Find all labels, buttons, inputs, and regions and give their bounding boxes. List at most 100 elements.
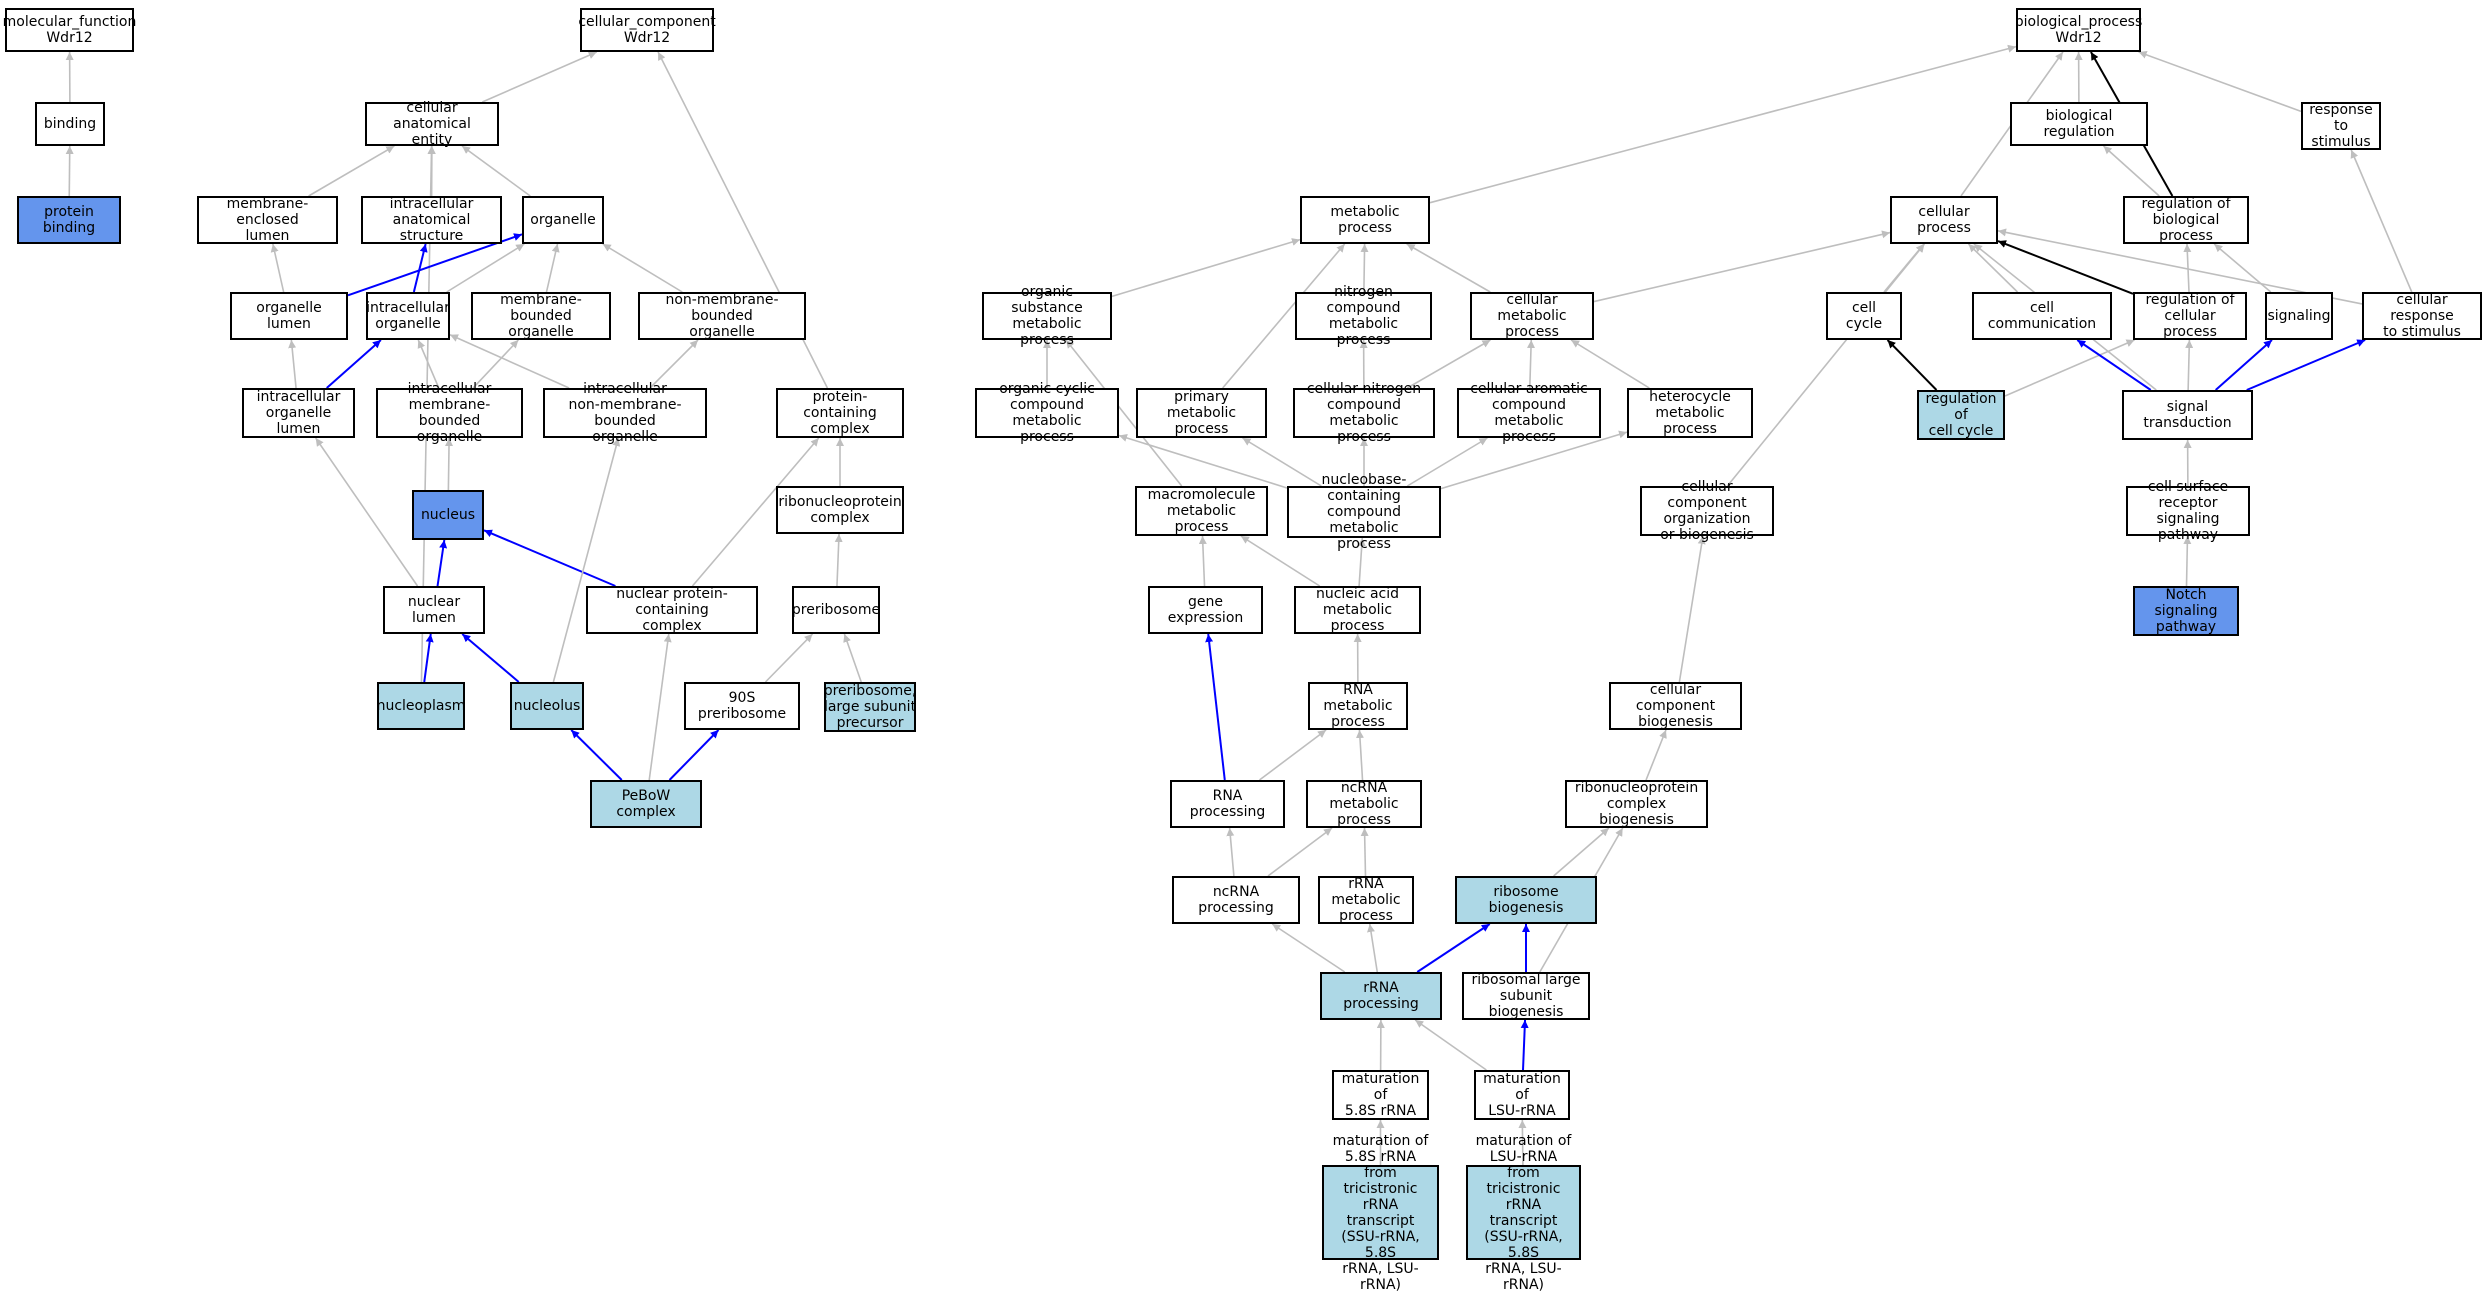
node-label: nuclear lumen bbox=[389, 594, 479, 626]
node-cc[interactable]: cellular_component Wdr12 bbox=[580, 8, 714, 52]
node-cacmp[interactable]: cellular aromatic compound metabolic pro… bbox=[1457, 388, 1601, 438]
node-cresp[interactable]: cellular response to stimulus bbox=[2362, 292, 2482, 340]
node-label: ribonucleoprotein complex biogenesis bbox=[1571, 780, 1702, 828]
node-notch[interactable]: Notch signaling pathway bbox=[2133, 586, 2239, 636]
node-matlsu[interactable]: maturation of LSU-rRNA bbox=[1474, 1070, 1570, 1120]
node-orglumen[interactable]: organelle lumen bbox=[230, 292, 348, 340]
node-label: nucleobase-containing compound metabolic… bbox=[1293, 472, 1435, 552]
node-geneexp[interactable]: gene expression bbox=[1148, 586, 1263, 634]
node-nmbo[interactable]: non-membrane-bounded organelle bbox=[638, 292, 806, 340]
node-bioreg[interactable]: biological regulation bbox=[2010, 102, 2148, 146]
node-binding[interactable]: binding bbox=[35, 102, 105, 146]
node-label: organic substance metabolic process bbox=[988, 284, 1106, 348]
node-nucleolus[interactable]: nucleolus bbox=[510, 682, 584, 730]
node-pebow[interactable]: PeBoW complex bbox=[590, 780, 702, 828]
node-osmp[interactable]: organic substance metabolic process bbox=[982, 292, 1112, 340]
node-label: cell cycle bbox=[1832, 300, 1896, 332]
node-regcell[interactable]: regulation of cellular process bbox=[2133, 292, 2247, 340]
node-cellproc[interactable]: cellular process bbox=[1890, 196, 1998, 244]
node-label: metabolic process bbox=[1306, 204, 1424, 236]
node-regbio[interactable]: regulation of biological process bbox=[2123, 196, 2249, 244]
node-intorg[interactable]: intracellular organelle bbox=[366, 292, 450, 340]
node-mmp[interactable]: macromolecule metabolic process bbox=[1135, 486, 1268, 536]
node-label: non-membrane-bounded organelle bbox=[644, 292, 800, 340]
node-mat58sfull[interactable]: maturation of 5.8S rRNA from tricistroni… bbox=[1322, 1165, 1439, 1260]
node-ncrnaproc[interactable]: ncRNA processing bbox=[1172, 876, 1300, 924]
node-label: rRNA processing bbox=[1326, 980, 1436, 1012]
node-occmp[interactable]: organic cyclic compound metabolic proces… bbox=[975, 388, 1119, 438]
node-rnaproc[interactable]: RNA processing bbox=[1170, 780, 1285, 828]
node-bp[interactable]: biological_process Wdr12 bbox=[2016, 8, 2141, 52]
node-label: intracellular membrane-bounded organelle bbox=[382, 381, 517, 445]
node-regcc[interactable]: regulation of cell cycle bbox=[1917, 390, 2005, 440]
node-ias[interactable]: intracellular anatomical structure bbox=[361, 196, 502, 244]
node-resp[interactable]: response to stimulus bbox=[2301, 102, 2381, 150]
node-mat58s[interactable]: maturation of 5.8S rRNA bbox=[1332, 1070, 1429, 1120]
node-label: nitrogen compound metabolic process bbox=[1301, 284, 1426, 348]
node-pcc[interactable]: protein-containing complex bbox=[776, 388, 904, 438]
node-cellcomm[interactable]: cell communication bbox=[1972, 292, 2112, 340]
node-ncmp[interactable]: nitrogen compound metabolic process bbox=[1295, 292, 1432, 340]
node-rnpc[interactable]: ribonucleoprotein complex bbox=[776, 486, 904, 534]
node-label: protein-containing complex bbox=[782, 389, 898, 437]
node-mel[interactable]: membrane-enclosed lumen bbox=[197, 196, 338, 244]
node-label: regulation of cell cycle bbox=[1923, 391, 1999, 439]
node-label: binding bbox=[44, 116, 96, 132]
node-rnamp[interactable]: RNA metabolic process bbox=[1308, 682, 1408, 730]
node-pre90s[interactable]: 90S preribosome bbox=[684, 682, 800, 730]
node-metab[interactable]: metabolic process bbox=[1300, 196, 1430, 244]
node-cae[interactable]: cellular anatomical entity bbox=[365, 102, 499, 146]
node-cellcycle[interactable]: cell cycle bbox=[1826, 292, 1902, 340]
node-label: signal transduction bbox=[2128, 399, 2247, 431]
node-pmp[interactable]: primary metabolic process bbox=[1136, 388, 1267, 438]
node-label: maturation of 5.8S rRNA bbox=[1338, 1071, 1423, 1119]
node-ncrnamp[interactable]: ncRNA metabolic process bbox=[1306, 780, 1422, 828]
node-rrnaproc[interactable]: rRNA processing bbox=[1320, 972, 1442, 1020]
node-sigtrans[interactable]: signal transduction bbox=[2122, 390, 2253, 440]
node-label: ncRNA processing bbox=[1178, 884, 1294, 916]
node-ccbio[interactable]: cellular component biogenesis bbox=[1609, 682, 1742, 730]
node-nucleus[interactable]: nucleus bbox=[412, 490, 484, 540]
node-csrsp[interactable]: cell surface receptor signaling pathway bbox=[2126, 486, 2250, 536]
node-signaling[interactable]: signaling bbox=[2265, 292, 2333, 340]
node-organelle[interactable]: organelle bbox=[522, 196, 604, 244]
node-iol[interactable]: intracellular organelle lumen bbox=[242, 388, 355, 438]
node-mf[interactable]: molecular_function Wdr12 bbox=[5, 8, 134, 52]
node-inmbo[interactable]: intracellular non-membrane-bounded organ… bbox=[543, 388, 707, 438]
node-prelsu[interactable]: preribosome, large subunit precursor bbox=[824, 682, 916, 732]
node-label: cellular anatomical entity bbox=[371, 100, 493, 148]
node-label: RNA metabolic process bbox=[1314, 682, 1402, 730]
node-namp[interactable]: nucleic acid metabolic process bbox=[1294, 586, 1421, 634]
node-label: ribonucleoprotein complex bbox=[778, 494, 901, 526]
node-label: PeBoW complex bbox=[596, 788, 696, 820]
node-rlsb[interactable]: ribosomal large subunit biogenesis bbox=[1462, 972, 1590, 1020]
node-nbcmp[interactable]: nucleobase-containing compound metabolic… bbox=[1287, 486, 1441, 538]
node-protbind[interactable]: protein binding bbox=[17, 196, 121, 244]
node-ribobio[interactable]: ribosome biogenesis bbox=[1455, 876, 1597, 924]
node-label: RNA processing bbox=[1176, 788, 1279, 820]
node-cncmp[interactable]: cellular nitrogen compound metabolic pro… bbox=[1293, 388, 1435, 438]
node-label: heterocycle metabolic process bbox=[1633, 389, 1747, 437]
node-nuclumen[interactable]: nuclear lumen bbox=[383, 586, 485, 634]
node-cmp[interactable]: cellular metabolic process bbox=[1470, 292, 1594, 340]
node-nucleoplasm[interactable]: nucleoplasm bbox=[377, 682, 465, 730]
node-ccob[interactable]: cellular component organization or bioge… bbox=[1640, 486, 1774, 536]
node-label: regulation of cellular process bbox=[2139, 292, 2241, 340]
node-npcc[interactable]: nuclear protein-containing complex bbox=[586, 586, 758, 634]
node-label: gene expression bbox=[1154, 594, 1257, 626]
node-label: rRNA metabolic process bbox=[1324, 876, 1408, 924]
node-label: Notch signaling pathway bbox=[2139, 587, 2233, 635]
node-matlsufull[interactable]: maturation of LSU-rRNA from tricistronic… bbox=[1466, 1165, 1581, 1260]
node-mbo[interactable]: membrane-bounded organelle bbox=[471, 292, 611, 340]
node-label: nucleic acid metabolic process bbox=[1300, 586, 1415, 634]
node-label: cellular response to stimulus bbox=[2368, 292, 2476, 340]
node-label: intracellular non-membrane-bounded organ… bbox=[549, 381, 701, 445]
node-rnpcb[interactable]: ribonucleoprotein complex biogenesis bbox=[1565, 780, 1708, 828]
node-hmp[interactable]: heterocycle metabolic process bbox=[1627, 388, 1753, 438]
node-label: cell surface receptor signaling pathway bbox=[2132, 479, 2244, 543]
node-label: nucleoplasm bbox=[377, 698, 466, 714]
node-label: membrane-bounded organelle bbox=[477, 292, 605, 340]
node-rrnamp[interactable]: rRNA metabolic process bbox=[1318, 876, 1414, 924]
node-preribo[interactable]: preribosome bbox=[792, 586, 880, 634]
node-imbo[interactable]: intracellular membrane-bounded organelle bbox=[376, 388, 523, 438]
